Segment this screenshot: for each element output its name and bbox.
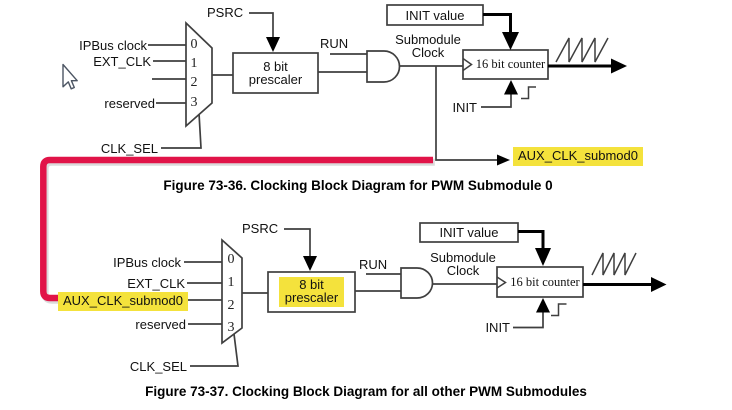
fig1-run-label: RUN: [320, 35, 349, 51]
fig1-prescaler-box: [212, 52, 367, 94]
fig1-input-extclk-label: EXT_CLK: [93, 53, 151, 69]
fig2-output-arrow: [583, 252, 667, 292]
fig1-and-gate: [330, 50, 463, 83]
fig2-submodule-clock-label: Submodule Clock: [423, 250, 503, 277]
mouse-cursor-icon: [62, 63, 78, 90]
fig1-mux-port-1: 1: [190, 56, 198, 71]
fig2-rising-edge-icon: [551, 303, 567, 317]
fig1-input-ipbus-label: IPBus clock: [79, 37, 147, 53]
fig2-init-value-wire: [419, 222, 551, 266]
fig1-aux-arrowhead-icon: [497, 154, 510, 166]
fig1-init-value-label: INIT value: [405, 7, 465, 23]
fig2-and-gate: [366, 267, 497, 299]
fig2-init-value-label: INIT value: [439, 225, 499, 240]
fig2-prescaler-line1: 8 bit: [299, 277, 324, 292]
fig2-mux-port-2: 2: [227, 297, 235, 313]
fig1-prescaler-line2: prescaler: [248, 72, 303, 87]
fig2-counter-box: [496, 266, 584, 298]
fig1-counter-label: 16 bit counter: [475, 57, 546, 72]
fig2-counter-label: 16 bit counter: [510, 274, 580, 289]
fig1-subclk-line2: Clock: [411, 45, 445, 60]
fig2-sawtooth-icon: [591, 252, 637, 276]
fig2-psrc-arrowhead-icon: [303, 256, 317, 271]
fig1-mux-port-3: 3: [190, 94, 198, 110]
fig2-psrc-label: PSRC: [242, 220, 279, 236]
fig1-init-arrowhead-icon: [504, 80, 518, 95]
fig2-mux-port-1: 1: [227, 275, 235, 290]
red-annotation-connector: [40, 156, 435, 304]
fig2-mux-port-0: 0: [227, 252, 235, 267]
fig2-subclk-line2: Clock: [446, 262, 480, 278]
fig2-prescaler-label: 8 bit prescaler: [268, 272, 355, 312]
fig2-prescaler-line2: prescaler: [284, 290, 339, 305]
fig1-mux-port-2: 2: [190, 75, 198, 90]
fig1-psrc-wire: [249, 12, 280, 52]
fig2-input-aux-clk-submod0-label: AUX_CLK_submod0: [58, 292, 188, 312]
fig1-init-label: INIT: [452, 99, 477, 115]
fig1-counter-box: [462, 49, 549, 80]
fig1-output-arrowhead-icon: [611, 58, 627, 74]
fig2-input-reserved-label: reserved: [135, 316, 186, 332]
fig2-prescaler-highlight: 8 bit prescaler: [278, 277, 345, 307]
fig1-init-wire: [481, 80, 536, 108]
fig1-mux-shape: [185, 21, 213, 128]
fig2-init-arrowhead-icon: [536, 298, 550, 313]
fig2-mux-shape: [221, 238, 243, 345]
fig2-input-extclk-label: EXT_CLK: [127, 275, 185, 291]
fig1-output-arrow: [548, 37, 627, 74]
fig1-caption: Figure 73-36. Clocking Block Diagram for…: [163, 177, 553, 193]
fig1-psrc-label: PSRC: [207, 5, 244, 20]
fig1-initvalue-arrowhead-icon: [502, 32, 519, 50]
fig2-output-arrowhead-icon: [651, 277, 667, 292]
fig2-clksel-label: CLK_SEL: [129, 358, 187, 374]
fig2-input-ipbus-label: IPBus clock: [113, 254, 181, 270]
fig1-prescaler-label: 8 bit prescaler: [233, 53, 318, 93]
fig1-subclk-line1: Submodule: [395, 32, 461, 47]
fig1-psrc-arrowhead-icon: [266, 37, 280, 52]
fig1-clksel-label: CLK_SEL: [100, 140, 158, 156]
fig2-mux-port-3: 3: [227, 320, 235, 335]
fig2-subclk-line1: Submodule: [430, 249, 496, 265]
fig1-clock-chevron-icon: [462, 57, 473, 72]
fig2-init-wire: [513, 298, 567, 329]
fig1-prescaler-line1: 8 bit: [263, 59, 288, 74]
fig1-input-wires: [148, 44, 202, 149]
fig2-clock-chevron-icon: [496, 276, 507, 289]
fig1-aux-out-wire: [435, 66, 510, 166]
fig1-aux-clk-submod0-label: AUX_CLK_submod0: [513, 147, 643, 167]
fig2-run-label: RUN: [359, 257, 388, 272]
fig2-init-label: INIT: [485, 319, 510, 335]
fig1-init-value-wire: [386, 4, 519, 50]
fig1-rising-edge-icon: [521, 86, 536, 100]
fig2-input-wires: [184, 261, 239, 367]
fig1-input-reserved-label: reserved: [104, 95, 155, 111]
fig1-sawtooth-icon: [555, 37, 609, 63]
fig2-caption: Figure 73-37. Clocking Block Diagram for…: [145, 384, 587, 399]
fig1-submodule-clock-label: Submodule Clock: [388, 33, 468, 59]
fig1-mux-port-0: 0: [190, 37, 198, 52]
fig2-psrc-wire: [284, 228, 317, 271]
fig2-initvalue-arrowhead-icon: [535, 248, 551, 266]
